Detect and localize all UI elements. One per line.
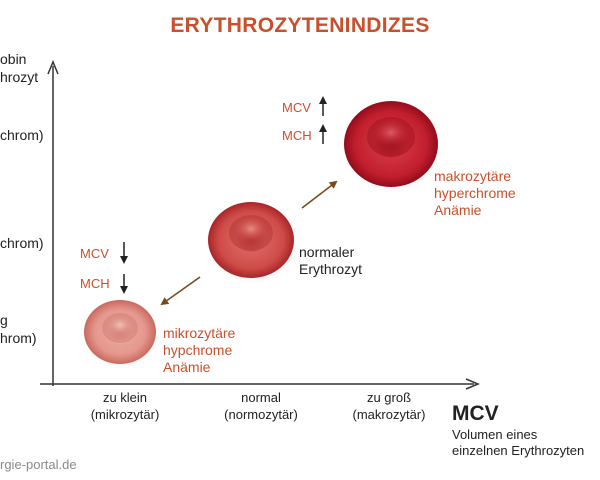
y-level-high: chrom) bbox=[0, 127, 44, 143]
x-axis-sublabel-line-2: einzelnen Erythrozyten bbox=[452, 443, 585, 458]
y-axis-arrowhead bbox=[47, 60, 59, 75]
x-tick-normal-line-2: (normozytär) bbox=[224, 407, 298, 422]
small-cell-note-line-1: mikrozytäre bbox=[163, 325, 236, 341]
x-axis-sublabel-line-1: Volumen eines bbox=[452, 427, 538, 442]
increased-mcv-label: MCV bbox=[282, 100, 311, 115]
x-tick-large-line-2: (makrozytär) bbox=[352, 407, 426, 422]
normal-cell-note-line-2: Erythrozyt bbox=[299, 261, 363, 277]
x-axis-arrowhead bbox=[465, 378, 480, 390]
mch-increase-arrow-icon bbox=[319, 124, 327, 144]
y-level-normal: chrom) bbox=[0, 235, 44, 251]
decreased-mch-label: MCH bbox=[80, 276, 110, 291]
x-tick-normal: normal (normozytär) bbox=[206, 389, 316, 423]
x-axis-label: MCV bbox=[452, 402, 499, 425]
large-cell-note-line-2: hyperchrome bbox=[434, 185, 516, 201]
y-axis-label-line-2: hrozyt bbox=[0, 69, 39, 85]
normal-cell-note-line-1: normaler bbox=[299, 244, 355, 260]
small-red-blood-cell bbox=[84, 300, 160, 370]
small-cell-note: mikrozytäre hypchrome Anämie bbox=[163, 325, 235, 376]
normal-cell-note: normaler Erythrozyt bbox=[299, 244, 362, 278]
mcv-decrease-arrow-icon bbox=[120, 242, 128, 264]
diagram-title: ERYTHROZYTENINDIZES bbox=[170, 14, 430, 37]
x-tick-large-line-1: zu groß bbox=[366, 390, 412, 405]
small-cell-note-line-3: Anämie bbox=[163, 359, 211, 375]
x-tick-small-line-1: zu klein bbox=[102, 390, 148, 405]
y-axis-label: obin hrozyt bbox=[0, 50, 38, 86]
x-tick-normal-line-1: normal bbox=[241, 390, 281, 405]
watermark: rgie-portal.de bbox=[0, 457, 77, 472]
mcv-increase-arrow-icon bbox=[319, 96, 327, 116]
small-cell-note-line-2: hypchrome bbox=[163, 342, 233, 358]
arrow-to-small-cell bbox=[160, 276, 201, 306]
x-axis-sublabel: Volumen eines einzelnen Erythrozyten bbox=[452, 427, 584, 459]
y-level-low: g hrom) bbox=[0, 311, 37, 347]
x-tick-small-line-2: (mikrozytär) bbox=[90, 407, 160, 422]
normal-red-blood-cell bbox=[207, 202, 299, 285]
mch-decrease-arrow-icon bbox=[120, 274, 128, 294]
decreased-mcv-label: MCV bbox=[80, 246, 109, 261]
x-tick-small: zu klein (mikrozytär) bbox=[70, 389, 180, 423]
y-axis-label-line-1: obin bbox=[0, 51, 27, 67]
arrow-to-large-cell bbox=[301, 180, 338, 209]
increased-mch-label: MCH bbox=[282, 128, 312, 143]
y-level-low-line-1: g bbox=[0, 312, 8, 328]
large-cell-note-line-1: makrozytäre bbox=[434, 168, 512, 184]
y-level-low-line-2: hrom) bbox=[0, 330, 37, 346]
large-red-blood-cell bbox=[343, 101, 443, 194]
large-cell-note: makrozytäre hyperchrome Anämie bbox=[434, 168, 516, 219]
x-tick-large: zu groß (makrozytär) bbox=[334, 389, 444, 423]
large-cell-note-line-3: Anämie bbox=[434, 202, 482, 218]
